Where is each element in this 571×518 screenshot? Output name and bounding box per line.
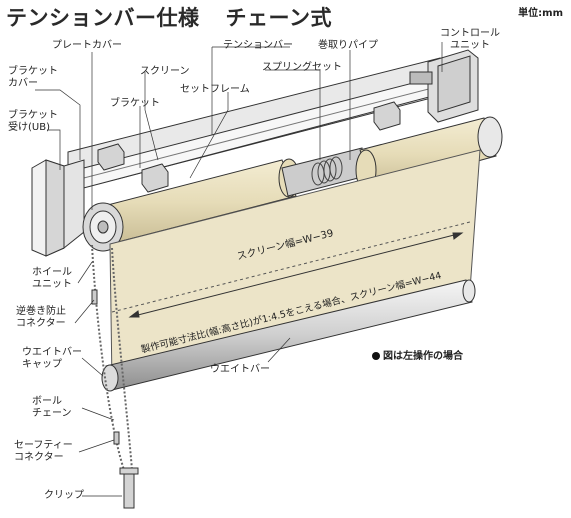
bullet-icon — [372, 352, 380, 360]
wheel-unit — [82, 202, 124, 252]
title-main: テンションバー仕様 — [6, 6, 200, 30]
label-winding-pipe: 巻取りパイプ — [318, 40, 378, 51]
safety-connector — [113, 431, 120, 445]
label-wheel-unit: ホイール ユニット — [32, 267, 72, 290]
label-safety-connector: セーフティー コネクター — [14, 440, 73, 463]
spring-set — [311, 156, 343, 186]
label-spring-set: スプリングセット — [262, 62, 342, 73]
label-control-unit: コントロール ユニット — [440, 28, 500, 51]
label-tension-bar: テンションバー — [223, 40, 293, 51]
leader-lines — [35, 42, 443, 497]
label-plate-cover: プレートカバー — [52, 40, 122, 51]
note-text: 図は左操作の場合 — [383, 351, 463, 362]
label-screen: スクリーン — [140, 66, 190, 77]
label-clip: クリップ — [44, 490, 84, 501]
clip — [119, 467, 139, 509]
label-ball-chain: ボール チェーン — [32, 396, 72, 419]
control-unit — [409, 49, 479, 123]
unit-label: 単位:mm — [518, 8, 563, 19]
screen-width-dim — [128, 232, 464, 318]
bracket-ub — [31, 159, 85, 257]
label-weight-bar-cap: ウエイトバー キャップ — [22, 347, 82, 370]
reverse-connector — [91, 289, 98, 305]
ball-chain — [91, 244, 133, 471]
label-bracket-cover: ブラケット カバー — [8, 66, 58, 89]
label-weight-bar: ウエイトバー — [210, 364, 270, 375]
label-bracket: ブラケット — [110, 98, 160, 109]
title-sub: チェーン式 — [225, 6, 332, 30]
label-set-frame: セットフレーム — [180, 84, 250, 95]
diagram-title: テンションバー仕様 チェーン式 — [6, 2, 332, 32]
cut-line — [111, 221, 471, 313]
brackets — [97, 101, 401, 193]
note-left-operation: 図は左操作の場合 — [372, 347, 463, 362]
label-bracket-ub: ブラケット 受け(UB) — [8, 110, 58, 133]
winding-pipe — [281, 147, 367, 197]
label-reverse-connector: 逆巻き防止 コネクター — [16, 306, 66, 329]
